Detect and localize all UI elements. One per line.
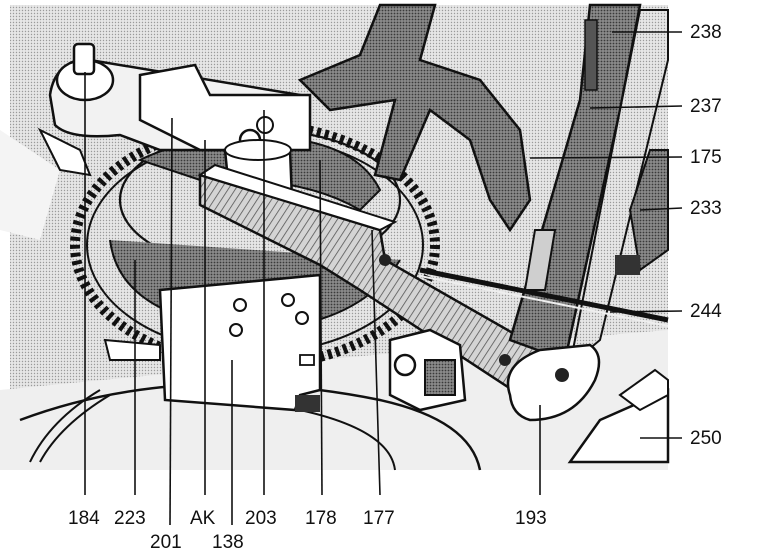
- callout-label: 237: [690, 96, 722, 117]
- callout-label: 178: [305, 508, 337, 529]
- callout-label: 177: [363, 508, 395, 529]
- disc-193: [506, 343, 601, 422]
- callout-label: 233: [690, 198, 722, 219]
- callout-label: 238: [690, 22, 722, 43]
- callout-label: 244: [690, 301, 722, 322]
- component-250: [567, 368, 670, 464]
- callout-label: AK: [190, 508, 216, 529]
- callout-label: 193: [515, 508, 547, 529]
- leader-lines: [84, 31, 683, 526]
- callout-label: 250: [690, 428, 722, 449]
- callout-label: 175: [690, 147, 722, 168]
- callout-label: 184: [68, 508, 100, 529]
- callout-label: 203: [245, 508, 277, 529]
- callout-label: 223: [114, 508, 146, 529]
- pivot-bracket: [388, 328, 467, 412]
- callout-label: 201: [150, 532, 182, 553]
- callout-label: 138: [212, 532, 244, 553]
